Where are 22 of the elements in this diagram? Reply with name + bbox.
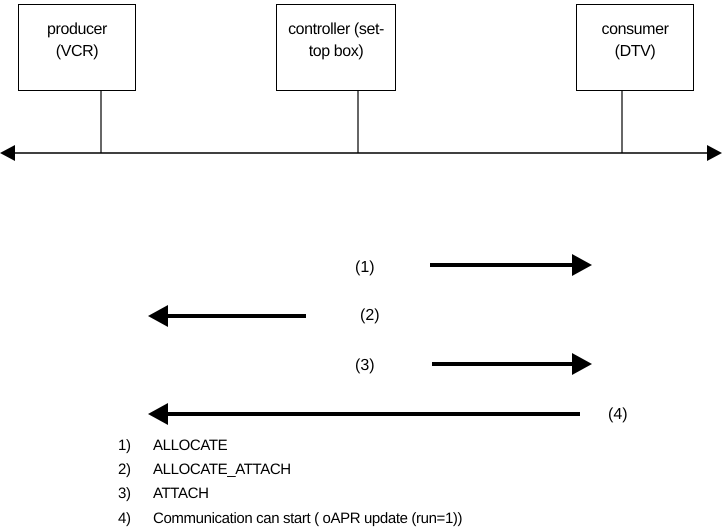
connector-line: [357, 91, 359, 153]
device-label: consumer (DTV): [600, 20, 670, 62]
list-text: ATTACH: [153, 484, 209, 504]
step-number: (4): [608, 405, 628, 425]
step-number: (3): [355, 356, 375, 376]
device-label: producer (VCR): [46, 20, 108, 62]
device-box: [576, 4, 694, 91]
bus-line: [0, 145, 722, 161]
list-text: ALLOCATE_ATTACH: [153, 460, 291, 480]
list-number: 2): [118, 460, 131, 480]
connector-line: [621, 91, 623, 153]
device-box: [18, 4, 136, 91]
connector-line: [100, 91, 102, 153]
list-text: ALLOCATE: [153, 436, 228, 456]
list-text: Communication can start ( oAPR update (run=1)): [153, 509, 462, 529]
step-number: (2): [360, 306, 380, 326]
list-number: 4): [118, 509, 131, 529]
device-box: [276, 4, 396, 91]
list-number: 3): [118, 484, 131, 504]
step-number: (1): [355, 258, 375, 278]
list-number: 1): [118, 436, 131, 456]
device-label: controller (set-top box): [287, 20, 385, 62]
